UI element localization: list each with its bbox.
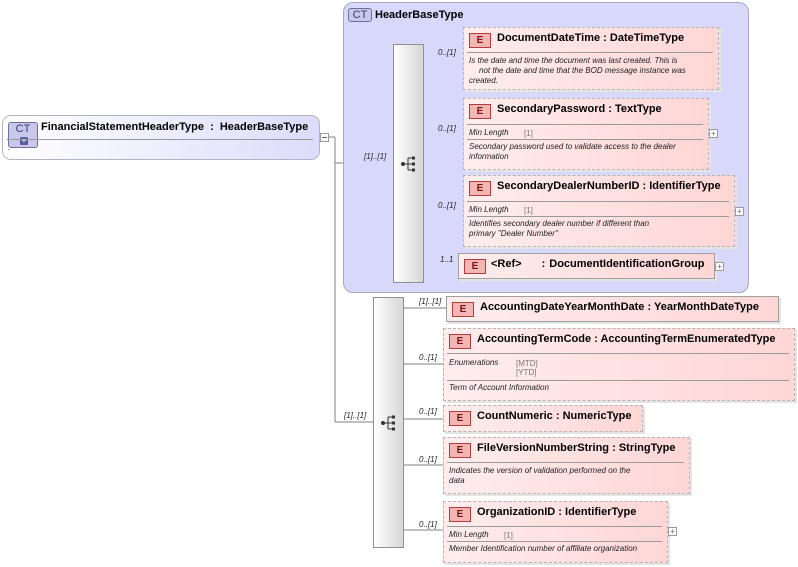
separator [467, 139, 703, 140]
expand-toggle[interactable]: + [709, 129, 718, 138]
cardinality-label: 0..[1] [438, 48, 456, 57]
element-badge: E [469, 104, 491, 119]
header-base-type-title: HeaderBaseType [375, 9, 464, 21]
sequence-icon [401, 156, 415, 172]
facet-value: [1] [504, 531, 513, 540]
root-base-type: HeaderBaseType [219, 121, 309, 133]
element-badge: E [464, 259, 486, 274]
element-title: SecondaryDealerNumberID : IdentifierType [497, 180, 721, 192]
element-file-version-number-string[interactable]: E FileVersionNumberString : StringType I… [443, 437, 690, 494]
separator [447, 353, 789, 354]
root-type-title: FinancialStatementHeaderType : HeaderBas… [41, 121, 308, 133]
facet-value-list: [MTD] [YTD] [516, 359, 538, 377]
root-type-name: FinancialStatementHeaderType [41, 121, 205, 133]
element-documentation: Term of Account Information [449, 383, 549, 392]
cardinality-label: [1]..[1] [419, 297, 442, 306]
element-badge: E [449, 443, 471, 458]
separator [467, 52, 713, 53]
element-title: DocumentDateTime : DateTimeType [497, 32, 685, 44]
facet-value: [1] [524, 206, 533, 215]
element-title: SecondaryPassword : TextType [497, 103, 662, 115]
root-complex-type[interactable]: CT+ FinancialStatementHeaderType : Heade… [2, 115, 320, 160]
element-title: <Ref>:DocumentIdentificationGroup [491, 258, 705, 270]
element-documentation: Secondary password used to validate acce… [469, 142, 676, 161]
expand-toggle[interactable]: + [715, 262, 724, 271]
element-accounting-date-year-month-date[interactable]: E AccountingDateYearMonthDate : YearMont… [446, 296, 779, 322]
sequence-compositor[interactable] [373, 297, 404, 548]
cardinality-label: [1]..[1] [364, 152, 387, 161]
separator [7, 139, 313, 140]
separator [447, 380, 789, 381]
facet-value: [1] [524, 129, 533, 138]
sequence-compositor[interactable] [393, 44, 424, 283]
element-badge: E [449, 334, 471, 349]
cardinality-label: [1]..[1] [344, 411, 367, 420]
facet-label: Min Length [469, 128, 509, 137]
facet-label: Enumerations [449, 358, 499, 367]
expand-toggle[interactable]: + [668, 527, 677, 536]
cardinality-label: 0..[1] [438, 201, 456, 210]
complex-type-badge: CT [348, 8, 372, 22]
element-documentation: Identifies secondary dealer number if di… [469, 219, 650, 238]
element-title: AccountingDateYearMonthDate : YearMonthD… [480, 301, 759, 313]
element-badge: E [449, 411, 471, 426]
element-title: FileVersionNumberString : StringType [477, 442, 676, 454]
element-badge: E [469, 33, 491, 48]
separator [447, 462, 684, 463]
element-ref-document-identification-group[interactable]: E <Ref>:DocumentIdentificationGroup [458, 253, 715, 279]
facet-label: Min Length [449, 530, 489, 539]
element-documentation: Is the date and time the document was la… [469, 56, 686, 85]
cardinality-label: 0..[1] [419, 407, 437, 416]
expand-toggle[interactable]: + [735, 207, 744, 216]
cardinality-label: 0..[1] [438, 124, 456, 133]
facet-label: Min Length [469, 205, 509, 214]
element-documentation: Indicates the version of validation perf… [449, 466, 631, 485]
element-document-date-time[interactable]: E DocumentDateTime : DateTimeType Is the… [463, 27, 719, 90]
separator [467, 201, 729, 202]
element-badge: E [469, 181, 491, 196]
type-separator: : [210, 121, 214, 133]
element-organization-id[interactable]: E OrganizationID : IdentifierType Min Le… [443, 501, 668, 563]
expand-icon: + [20, 136, 28, 146]
separator [447, 541, 662, 542]
sequence-icon [381, 415, 395, 431]
element-secondary-password[interactable]: E SecondaryPassword : TextType Min Lengt… [463, 98, 709, 170]
separator [447, 526, 662, 527]
element-title: AccountingTermCode : AccountingTermEnume… [477, 333, 776, 345]
cardinality-label: 0..[1] [419, 520, 437, 529]
separator [467, 124, 703, 125]
cardinality-label: 0..[1] [419, 353, 437, 362]
element-badge: E [449, 507, 471, 522]
element-secondary-dealer-number-id[interactable]: E SecondaryDealerNumberID : IdentifierTy… [463, 175, 735, 247]
cardinality-label: 0..[1] [419, 455, 437, 464]
separator [467, 216, 729, 217]
collapse-toggle[interactable] [320, 133, 329, 142]
cardinality-label: 1..1 [440, 255, 454, 264]
element-accounting-term-code[interactable]: E AccountingTermCode : AccountingTermEnu… [443, 328, 795, 401]
element-documentation: Member Identification number of affiliat… [449, 544, 638, 553]
root-documentation: . [8, 143, 11, 152]
element-title: CountNumeric : NumericType [477, 410, 632, 422]
element-badge: E [452, 302, 474, 317]
element-title: OrganizationID : IdentifierType [477, 506, 637, 518]
element-count-numeric[interactable]: E CountNumeric : NumericType [443, 405, 643, 432]
complex-type-badge: CT+ [8, 122, 38, 148]
